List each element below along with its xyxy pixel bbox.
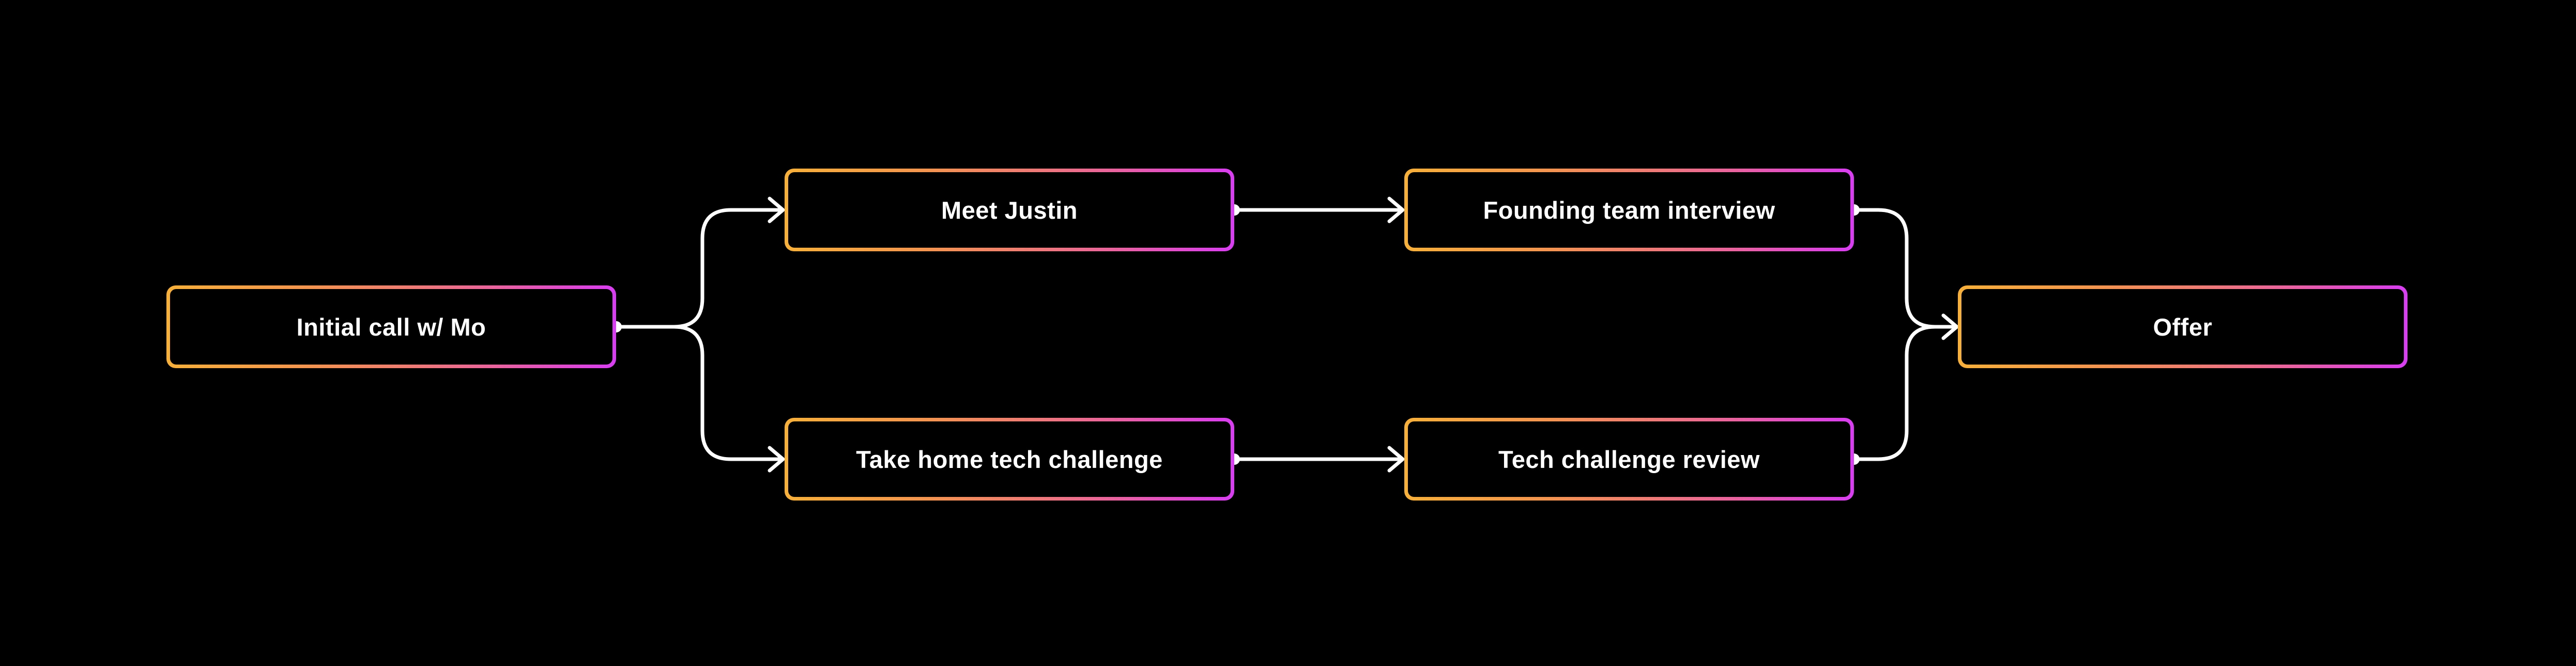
node-body: Founding team interview — [1408, 172, 1850, 248]
node-label: Tech challenge review — [1498, 445, 1760, 473]
edge-meet-justin-to-founding-team-interview — [1232, 196, 1405, 223]
flow-node-initial-call[interactable]: Initial call w/ Mo — [166, 285, 616, 368]
node-label: Take home tech challenge — [856, 445, 1163, 473]
arrowhead-icon — [768, 196, 785, 223]
node-body: Meet Justin — [788, 172, 1231, 248]
node-body: Take home tech challenge — [788, 421, 1231, 497]
arrowhead-icon — [1941, 313, 1959, 340]
node-label: Initial call w/ Mo — [296, 313, 486, 341]
node-label: Offer — [2153, 313, 2213, 341]
flow-node-tech-challenge-review[interactable]: Tech challenge review — [1404, 418, 1854, 501]
edge-initial-call-to-meet-justin — [614, 196, 785, 329]
edge-take-home-tech-challenge-to-tech-challenge-review — [1232, 446, 1405, 473]
edge-tech-challenge-review-to-offer — [1852, 313, 1959, 461]
flow-node-offer[interactable]: Offer — [1958, 285, 2408, 368]
arrowhead-icon — [1387, 196, 1405, 223]
arrowhead-icon — [768, 446, 785, 473]
node-body: Initial call w/ Mo — [170, 289, 612, 365]
flow-node-take-home-tech-challenge[interactable]: Take home tech challenge — [785, 418, 1234, 501]
node-label: Founding team interview — [1483, 196, 1775, 224]
flow-node-meet-justin[interactable]: Meet Justin — [785, 169, 1234, 251]
node-body: Offer — [1961, 289, 2404, 365]
edge-founding-team-interview-to-offer — [1852, 208, 1954, 329]
flow-node-founding-team-interview[interactable]: Founding team interview — [1404, 169, 1854, 251]
node-label: Meet Justin — [941, 196, 1078, 224]
edge-initial-call-to-take-home-tech-challenge — [614, 325, 785, 473]
node-body: Tech challenge review — [1408, 421, 1850, 497]
arrowhead-icon — [1387, 446, 1405, 473]
